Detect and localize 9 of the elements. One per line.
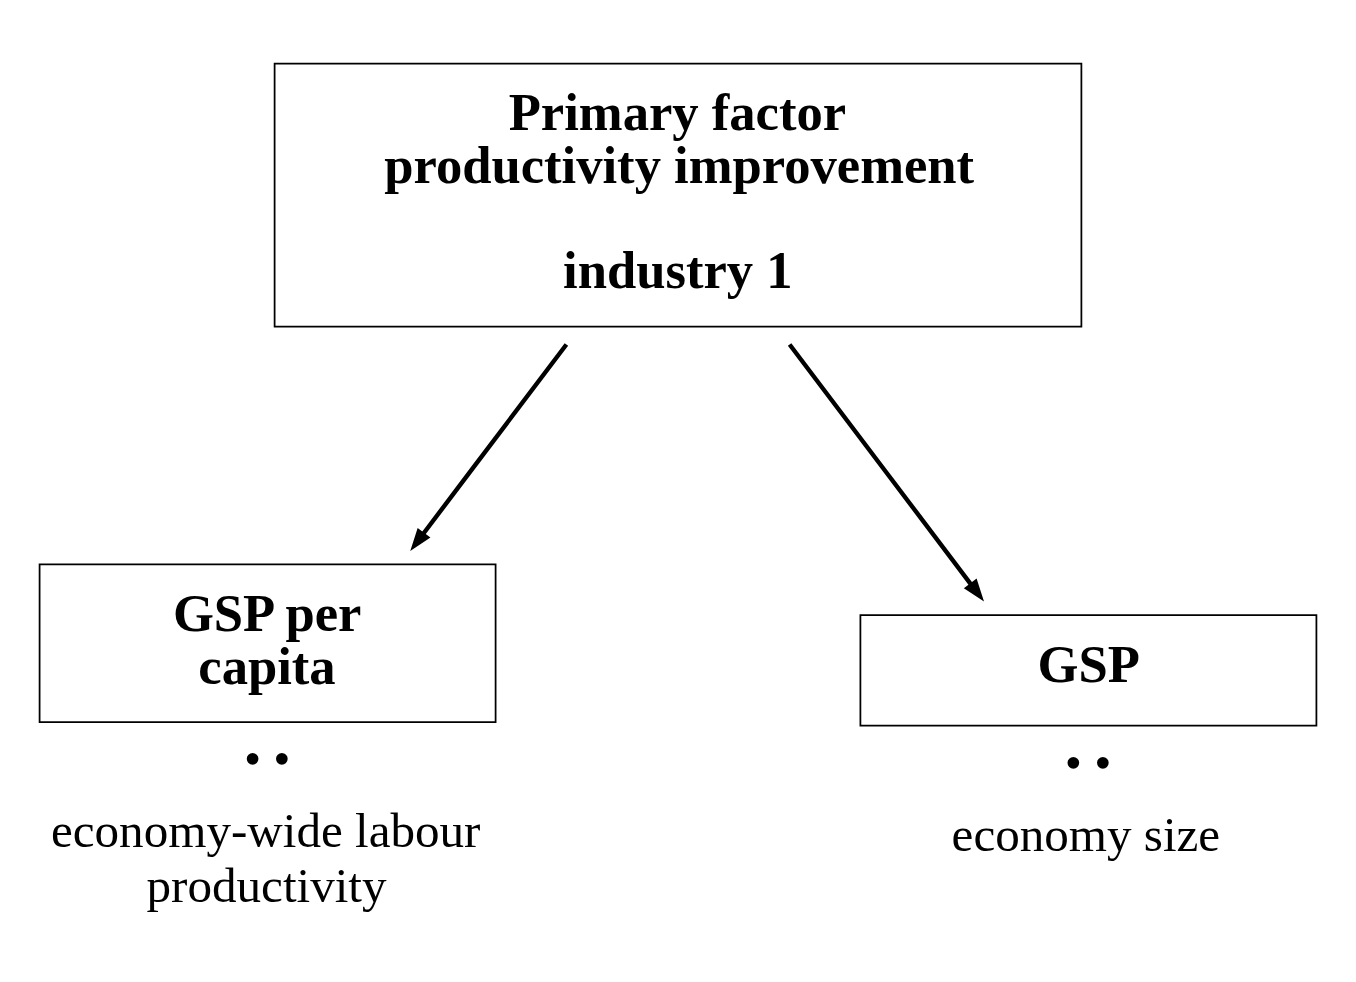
node-label: economy size: [951, 806, 1221, 862]
node-label: • •: [1064, 734, 1112, 790]
arrow: [787, 342, 984, 602]
arrow: [410, 342, 569, 551]
node-box: GSP: [859, 613, 1318, 726]
node-box: GSP per capita: [38, 562, 497, 723]
node-label: • •: [243, 730, 291, 786]
node-label: economy-wide labour productivity: [50, 802, 481, 913]
node-box: Primary factor productivity improvement industry 1: [273, 62, 1083, 327]
